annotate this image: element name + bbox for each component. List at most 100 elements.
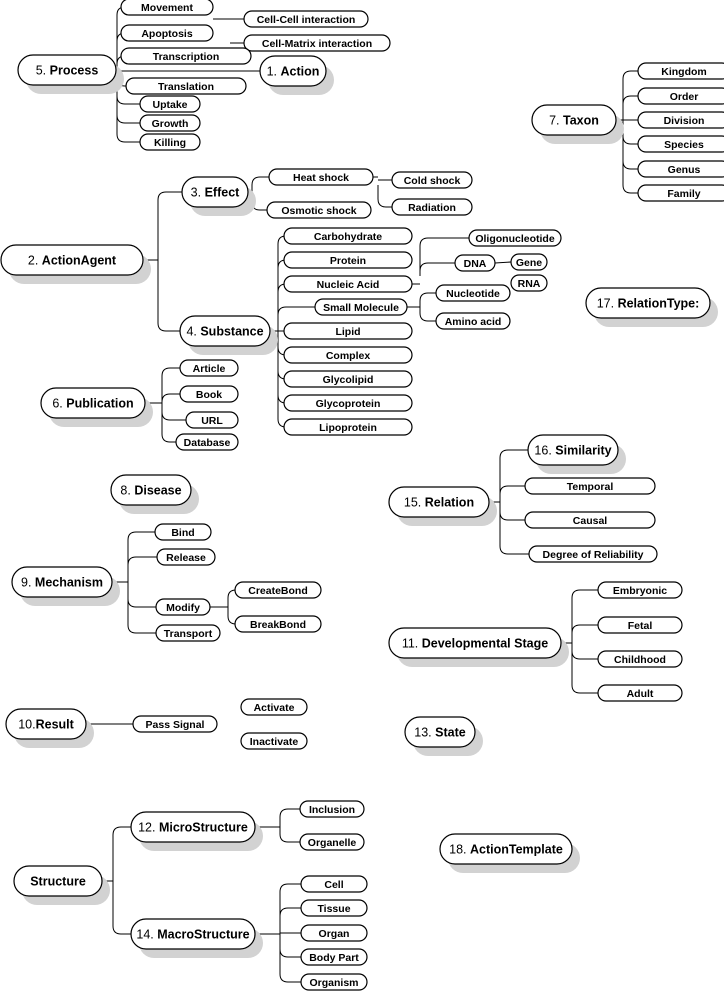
node-dev-stage[interactable]: 11. Developmental Stage xyxy=(388,627,569,667)
node-outline xyxy=(585,287,711,319)
node-causal[interactable]: Causal xyxy=(524,511,656,529)
node-osmotic-shock[interactable]: Osmotic shock xyxy=(266,201,372,219)
node-relation-type[interactable]: 17. RelationType: xyxy=(585,287,718,327)
node-gene[interactable]: Gene xyxy=(510,253,548,271)
node-mechanism[interactable]: 9. Mechanism xyxy=(11,566,120,606)
node-url[interactable]: URL xyxy=(185,411,239,429)
node-cell[interactable]: Cell xyxy=(300,875,368,893)
node-glycolipid[interactable]: Glycolipid xyxy=(283,370,413,388)
node-kingdom[interactable]: Kingdom xyxy=(637,62,724,80)
node-break-bond[interactable]: BreakBond xyxy=(234,615,322,633)
node-lipid[interactable]: Lipid xyxy=(283,322,413,340)
node-movement[interactable]: Movement xyxy=(120,0,214,16)
node-organ[interactable]: Organ xyxy=(300,924,368,942)
node-organelle[interactable]: Organelle xyxy=(299,833,365,851)
node-amino-acid[interactable]: Amino acid xyxy=(435,312,511,330)
node-heat-shock[interactable]: Heat shock xyxy=(268,168,374,186)
node-label: Degree of Reliability xyxy=(543,549,644,561)
node-nucleotide[interactable]: Nucleotide xyxy=(435,284,511,302)
node-uptake[interactable]: Uptake xyxy=(139,95,201,113)
node-tissue[interactable]: Tissue xyxy=(300,899,368,917)
node-species[interactable]: Species xyxy=(637,135,724,153)
node-action-template[interactable]: 18. ActionTemplate xyxy=(439,833,580,873)
node-outline xyxy=(120,24,214,42)
node-carbohydrate[interactable]: Carbohydrate xyxy=(283,227,413,245)
node-rna[interactable]: RNA xyxy=(510,274,548,292)
node-label: Glycoprotein xyxy=(316,398,381,410)
node-substance[interactable]: 4. Substance xyxy=(179,315,278,355)
connector-dev-stage xyxy=(561,589,598,694)
node-translation[interactable]: Translation xyxy=(125,77,247,95)
node-macrostructure[interactable]: 14. MacroStructure xyxy=(130,918,263,958)
node-lipoprotein[interactable]: Lipoprotein xyxy=(283,418,413,436)
node-publication[interactable]: 6. Publication xyxy=(40,387,153,427)
node-create-bond[interactable]: CreateBond xyxy=(234,581,322,599)
node-book[interactable]: Book xyxy=(179,385,239,403)
node-fetal[interactable]: Fetal xyxy=(597,616,683,634)
node-relation[interactable]: 15. Relation xyxy=(388,486,497,526)
node-order[interactable]: Order xyxy=(637,87,724,105)
node-division[interactable]: Division xyxy=(637,111,724,129)
node-label: Activate xyxy=(254,702,295,714)
node-body-part[interactable]: Body Part xyxy=(300,948,368,966)
node-label: Body Part xyxy=(309,952,359,964)
node-article[interactable]: Article xyxy=(179,359,239,377)
node-action-agent[interactable]: 2. ActionAgent xyxy=(0,244,151,284)
node-similarity[interactable]: 16. Similarity xyxy=(527,434,626,474)
node-release[interactable]: Release xyxy=(156,548,216,566)
node-modify[interactable]: Modify xyxy=(155,598,211,616)
node-outline xyxy=(283,394,413,412)
node-dna[interactable]: DNA xyxy=(454,254,496,272)
node-transport[interactable]: Transport xyxy=(155,624,221,642)
node-organism[interactable]: Organism xyxy=(300,973,368,991)
node-database[interactable]: Database xyxy=(175,433,239,451)
node-label: 15. Relation xyxy=(404,496,474,510)
node-action[interactable]: 1. Action xyxy=(259,55,334,95)
node-effect[interactable]: 3. Effect xyxy=(181,176,256,216)
node-label: Pass Signal xyxy=(146,719,205,731)
node-structure[interactable]: Structure xyxy=(13,865,110,905)
node-state[interactable]: 13. State xyxy=(404,716,483,756)
node-apoptosis[interactable]: Apoptosis xyxy=(120,24,214,42)
node-outline xyxy=(299,800,365,818)
node-process[interactable]: 5. Process xyxy=(17,54,124,94)
node-family[interactable]: Family xyxy=(637,184,724,202)
node-microstructure[interactable]: 12. MicroStructure xyxy=(130,811,263,851)
node-radiation[interactable]: Radiation xyxy=(391,198,473,216)
node-label: URL xyxy=(201,415,223,427)
node-number: 17. xyxy=(597,297,618,311)
node-outline xyxy=(139,133,201,151)
node-label: Cell-Cell interaction xyxy=(257,14,356,26)
node-outline xyxy=(283,251,413,269)
node-degree-reliability[interactable]: Degree of Reliability xyxy=(528,545,658,563)
node-childhood[interactable]: Childhood xyxy=(597,650,683,668)
node-cold-shock[interactable]: Cold shock xyxy=(391,171,473,189)
node-taxon[interactable]: 7. Taxon xyxy=(531,104,624,144)
node-oligonucleotide[interactable]: Oligonucleotide xyxy=(468,229,562,247)
node-glycoprotein[interactable]: Glycoprotein xyxy=(283,394,413,412)
node-nucleic-acid[interactable]: Nucleic Acid xyxy=(283,275,413,293)
node-activate[interactable]: Activate xyxy=(240,698,308,716)
node-result[interactable]: 10.Result xyxy=(5,708,94,748)
node-protein[interactable]: Protein xyxy=(283,251,413,269)
node-inclusion[interactable]: Inclusion xyxy=(299,800,365,818)
node-killing[interactable]: Killing xyxy=(139,133,201,151)
node-temporal[interactable]: Temporal xyxy=(524,477,656,495)
node-pass-signal[interactable]: Pass Signal xyxy=(132,715,218,733)
node-small-molecule[interactable]: Small Molecule xyxy=(314,298,408,316)
node-title: ActionTemplate xyxy=(470,843,563,857)
node-complex[interactable]: Complex xyxy=(283,346,413,364)
node-adult[interactable]: Adult xyxy=(597,684,683,702)
node-bind[interactable]: Bind xyxy=(154,523,212,541)
node-inactivate[interactable]: Inactivate xyxy=(240,732,308,750)
node-cell-matrix[interactable]: Cell-Matrix interaction xyxy=(243,34,391,52)
node-label: Oligonucleotide xyxy=(475,233,554,245)
node-transcription[interactable]: Transcription xyxy=(120,47,252,65)
node-embryonic[interactable]: Embryonic xyxy=(597,581,683,599)
node-cell-cell[interactable]: Cell-Cell interaction xyxy=(243,10,369,28)
node-genus[interactable]: Genus xyxy=(637,160,724,178)
node-growth[interactable]: Growth xyxy=(139,114,201,132)
node-disease[interactable]: 8. Disease xyxy=(110,474,199,514)
node-label: Cell-Matrix interaction xyxy=(262,38,372,50)
node-label: 6. Publication xyxy=(52,397,133,411)
